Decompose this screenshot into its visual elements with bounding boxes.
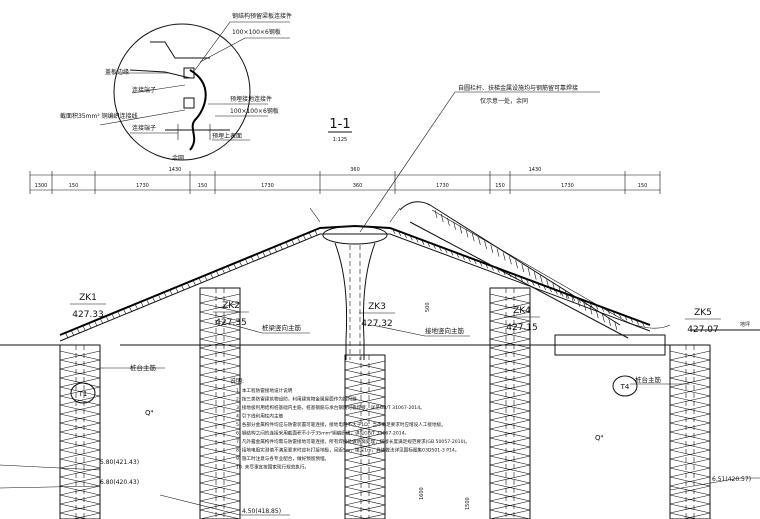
pile-id: ZK2 [222, 301, 240, 311]
canopy-roof [59, 207, 651, 342]
center-column [334, 242, 376, 360]
pile-elev: 427.15 [506, 323, 538, 333]
tag-t1: T1 [78, 390, 88, 398]
detail-label-1: 钢结构预留梁板连接件 [232, 12, 292, 20]
dim-seg: 150 [638, 183, 648, 189]
soil-label-left: Q⁴ [145, 409, 154, 417]
detail-label-9: 预埋上表面 [212, 132, 242, 140]
note-line: 2. 按三类防雷建筑物设防，利用建筑物金属屋面作为接闪器 [236, 396, 357, 403]
pile-id: ZK1 [79, 293, 97, 303]
dim-seg: 150 [69, 183, 79, 189]
dim-seg: 1730 [136, 183, 149, 189]
notes-block: 1. 本工程防雷接地设计说明 2. 按三类防雷建筑物设防，利用建筑物金属屋面作为接… [236, 387, 470, 471]
dim-overall-left: 1430 [169, 167, 182, 173]
section-title: 1-1 [329, 117, 350, 132]
soil-label-right: Q⁴ [595, 434, 604, 442]
detail-label-8: 连接端子 [132, 124, 156, 132]
level-3: 4.50(418.85) [242, 508, 281, 515]
note-line: 8. 接地电阻实测值不满足要求时应补打接地极，间距5m，埋深1m，具体做法详见国… [236, 447, 459, 454]
dim-seg: 360 [353, 183, 363, 189]
pile-elev: 427.07 [687, 325, 719, 335]
pile-4: ZK4 427.15 [489, 287, 540, 519]
notes-heading: 说明: [230, 377, 244, 385]
detail-callout [99, 21, 290, 161]
note-line: 5. 各部分金属构件均应与防雷装置可靠连接，接地电阻不大于1Ω，当不满足要求时应… [236, 421, 446, 428]
note-line: 3. 接地极利用结构桩基础内主筋，桩基钢筋与承台钢筋可靠焊接，详见GB/T 31… [236, 404, 425, 411]
label-column-main-1: 桩梁竖向主筋 [262, 323, 302, 332]
pile-group: ZK1 427.33 ZK2 427.35 ZK3 427.32 ZK4 427.15 ZK5 4… [59, 287, 721, 519]
dimension-lines [29, 171, 661, 194]
detail-label-5: 截面积35mm² 铜编织连接线 [60, 112, 138, 120]
dim-500: 500 [425, 302, 431, 312]
ground-line [0, 329, 760, 346]
dim-seg: 150 [198, 183, 208, 189]
pile-id: ZK4 [513, 306, 531, 316]
dim-1500: 1500 [465, 497, 471, 510]
label-column-main-2: 接地竖向主筋 [425, 326, 465, 335]
dim-overall-mid: 360 [350, 167, 360, 173]
dim-overall-right: 1430 [529, 167, 542, 173]
pile-2: ZK2 427.35 [199, 287, 249, 519]
detail-label-2: 100×100×6钢板 [232, 28, 281, 36]
level-4: 6.51(420.57) [712, 476, 751, 483]
pile-elev: 427.33 [72, 310, 104, 320]
label-pile-cap-1: 桩台主筋 [130, 363, 157, 372]
detail-label-7: 100×100×6钢板 [230, 107, 279, 115]
pile-elev: 427.32 [361, 319, 393, 329]
level-2: 6.80(420.43) [100, 479, 139, 486]
top-note-2: 仅示意一处，余同 [480, 97, 528, 105]
pile-5: ZK5 427.07 [669, 308, 721, 519]
dim-seg: 1730 [561, 183, 574, 189]
detail-label-4: 连接端子 [132, 86, 156, 94]
pile-3: ZK3 427.32 [344, 302, 395, 519]
pile-id: ZK3 [368, 302, 386, 312]
dim-1600: 1600 [419, 487, 425, 500]
section-scale: 1:125 [333, 137, 347, 143]
label-ground: 地坪 [740, 321, 750, 328]
note-line: 6. 钢结构之间的连接采用截面积不小于35mm²铜编织线，详见GB/T 3106… [236, 430, 409, 437]
note-line: 7. 凡外露金属构件均需与防雷接地可靠连接，所有焊接处做防腐处理，搭接长度满足规… [236, 438, 470, 445]
dim-seg: 1730 [436, 183, 449, 189]
dim-seg: 1730 [261, 183, 274, 189]
detail-label-3: 盖板边缘 [105, 68, 129, 76]
detail-label-6: 预埋接地连接件 [230, 95, 272, 103]
dim-seg: 1300 [35, 183, 48, 189]
label-pile-cap-4: 桩台主筋 [635, 375, 662, 384]
detail-label-10: 余网 [172, 154, 184, 162]
level-1: 5.80(421.43) [100, 459, 139, 466]
note-line: 10. 未尽事宜按国家现行规范执行。 [236, 464, 309, 471]
pile-1: ZK1 427.33 [59, 293, 106, 519]
note-line: 1. 本工程防雷接地设计说明 [236, 387, 293, 394]
top-note-1: 自圆栏杆、扶梯金属设施均与钢筋留可靠焊接 [458, 84, 578, 92]
tag-t4: T4 [620, 383, 630, 391]
dim-seg: 150 [495, 183, 505, 189]
note-line: 9. 施工时注意与各专业配合，做好预留预埋。 [236, 455, 329, 462]
escalator [399, 201, 671, 356]
pile-elev: 427.35 [215, 318, 247, 328]
pile-id: ZK5 [694, 308, 712, 318]
note-line: 4. 引下线利用柱内主筋 [236, 413, 284, 420]
